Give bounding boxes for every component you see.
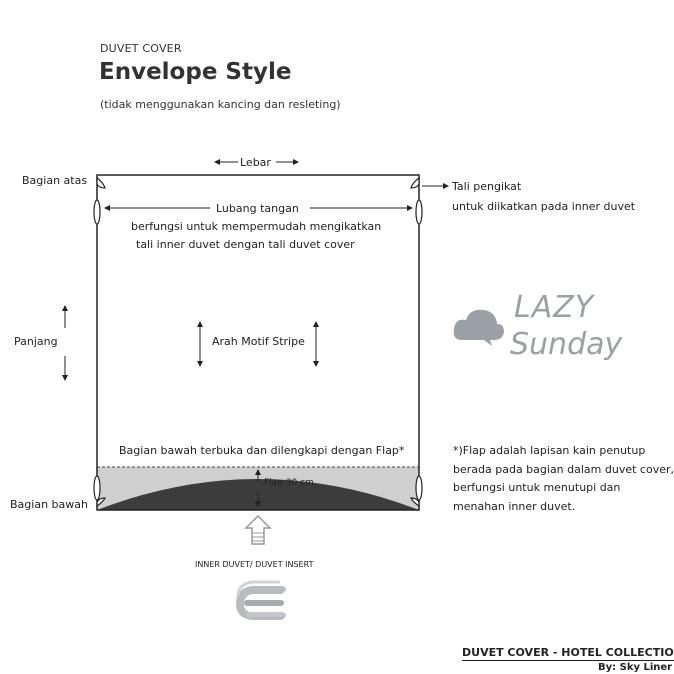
flap-note-line1: *)Flap adalah lapisan kain penutup [453, 444, 646, 457]
insert-arrow-icon [244, 514, 272, 545]
folded-duvet-icon [236, 580, 286, 620]
logo-lazy: LAZY [514, 290, 595, 325]
lebar-label: Lebar [240, 156, 271, 169]
arah-motif-label: Arah Motif Stripe [212, 335, 305, 348]
panjang-label: Panjang [14, 335, 58, 348]
page-title: Envelope Style [99, 59, 292, 85]
header-note: (tidak menggunakan kancing dan resleting… [100, 98, 341, 111]
duvet-outline [96, 174, 420, 511]
tali-desc-label: untuk diikatkan pada inner duvet [452, 200, 636, 213]
logo-sunday: Sunday [510, 327, 623, 362]
flap-note-line2: berada pada bagian dalam duvet cover, [453, 463, 674, 476]
lubang-tangan-label: Lubang tangan [216, 202, 299, 215]
lubang-desc-line1: berfungsi untuk mempermudah mengikatkan [131, 220, 382, 233]
corner-ties [93, 176, 423, 508]
flap-label: Flap 30 cm [264, 478, 314, 488]
footer-by: By: Sky Liner [598, 662, 673, 673]
bagian-bawah-label: Bagian bawah [10, 498, 88, 511]
cloud-logo-icon [453, 309, 504, 346]
tali-pengikat-label: Tali pengikat [452, 180, 522, 193]
lubang-desc-line2: tali inner duvet dengan tali duvet cover [136, 238, 355, 251]
header-subtitle: DUVET COVER [100, 42, 182, 55]
bagian-atas-label: Bagian atas [22, 174, 88, 187]
flap-note-line4: menahan inner duvet. [453, 500, 576, 513]
inner-duvet-label: INNER DUVET/ DUVET INSERT [195, 560, 314, 569]
bagian-bawah-terbuka-label: Bagian bawah terbuka dan dilengkapi deng… [119, 444, 405, 457]
footer-collection: DUVET COVER - HOTEL COLLECTION [462, 646, 674, 661]
flap-note-line3: berfungsi untuk menutupi dan [453, 481, 621, 494]
